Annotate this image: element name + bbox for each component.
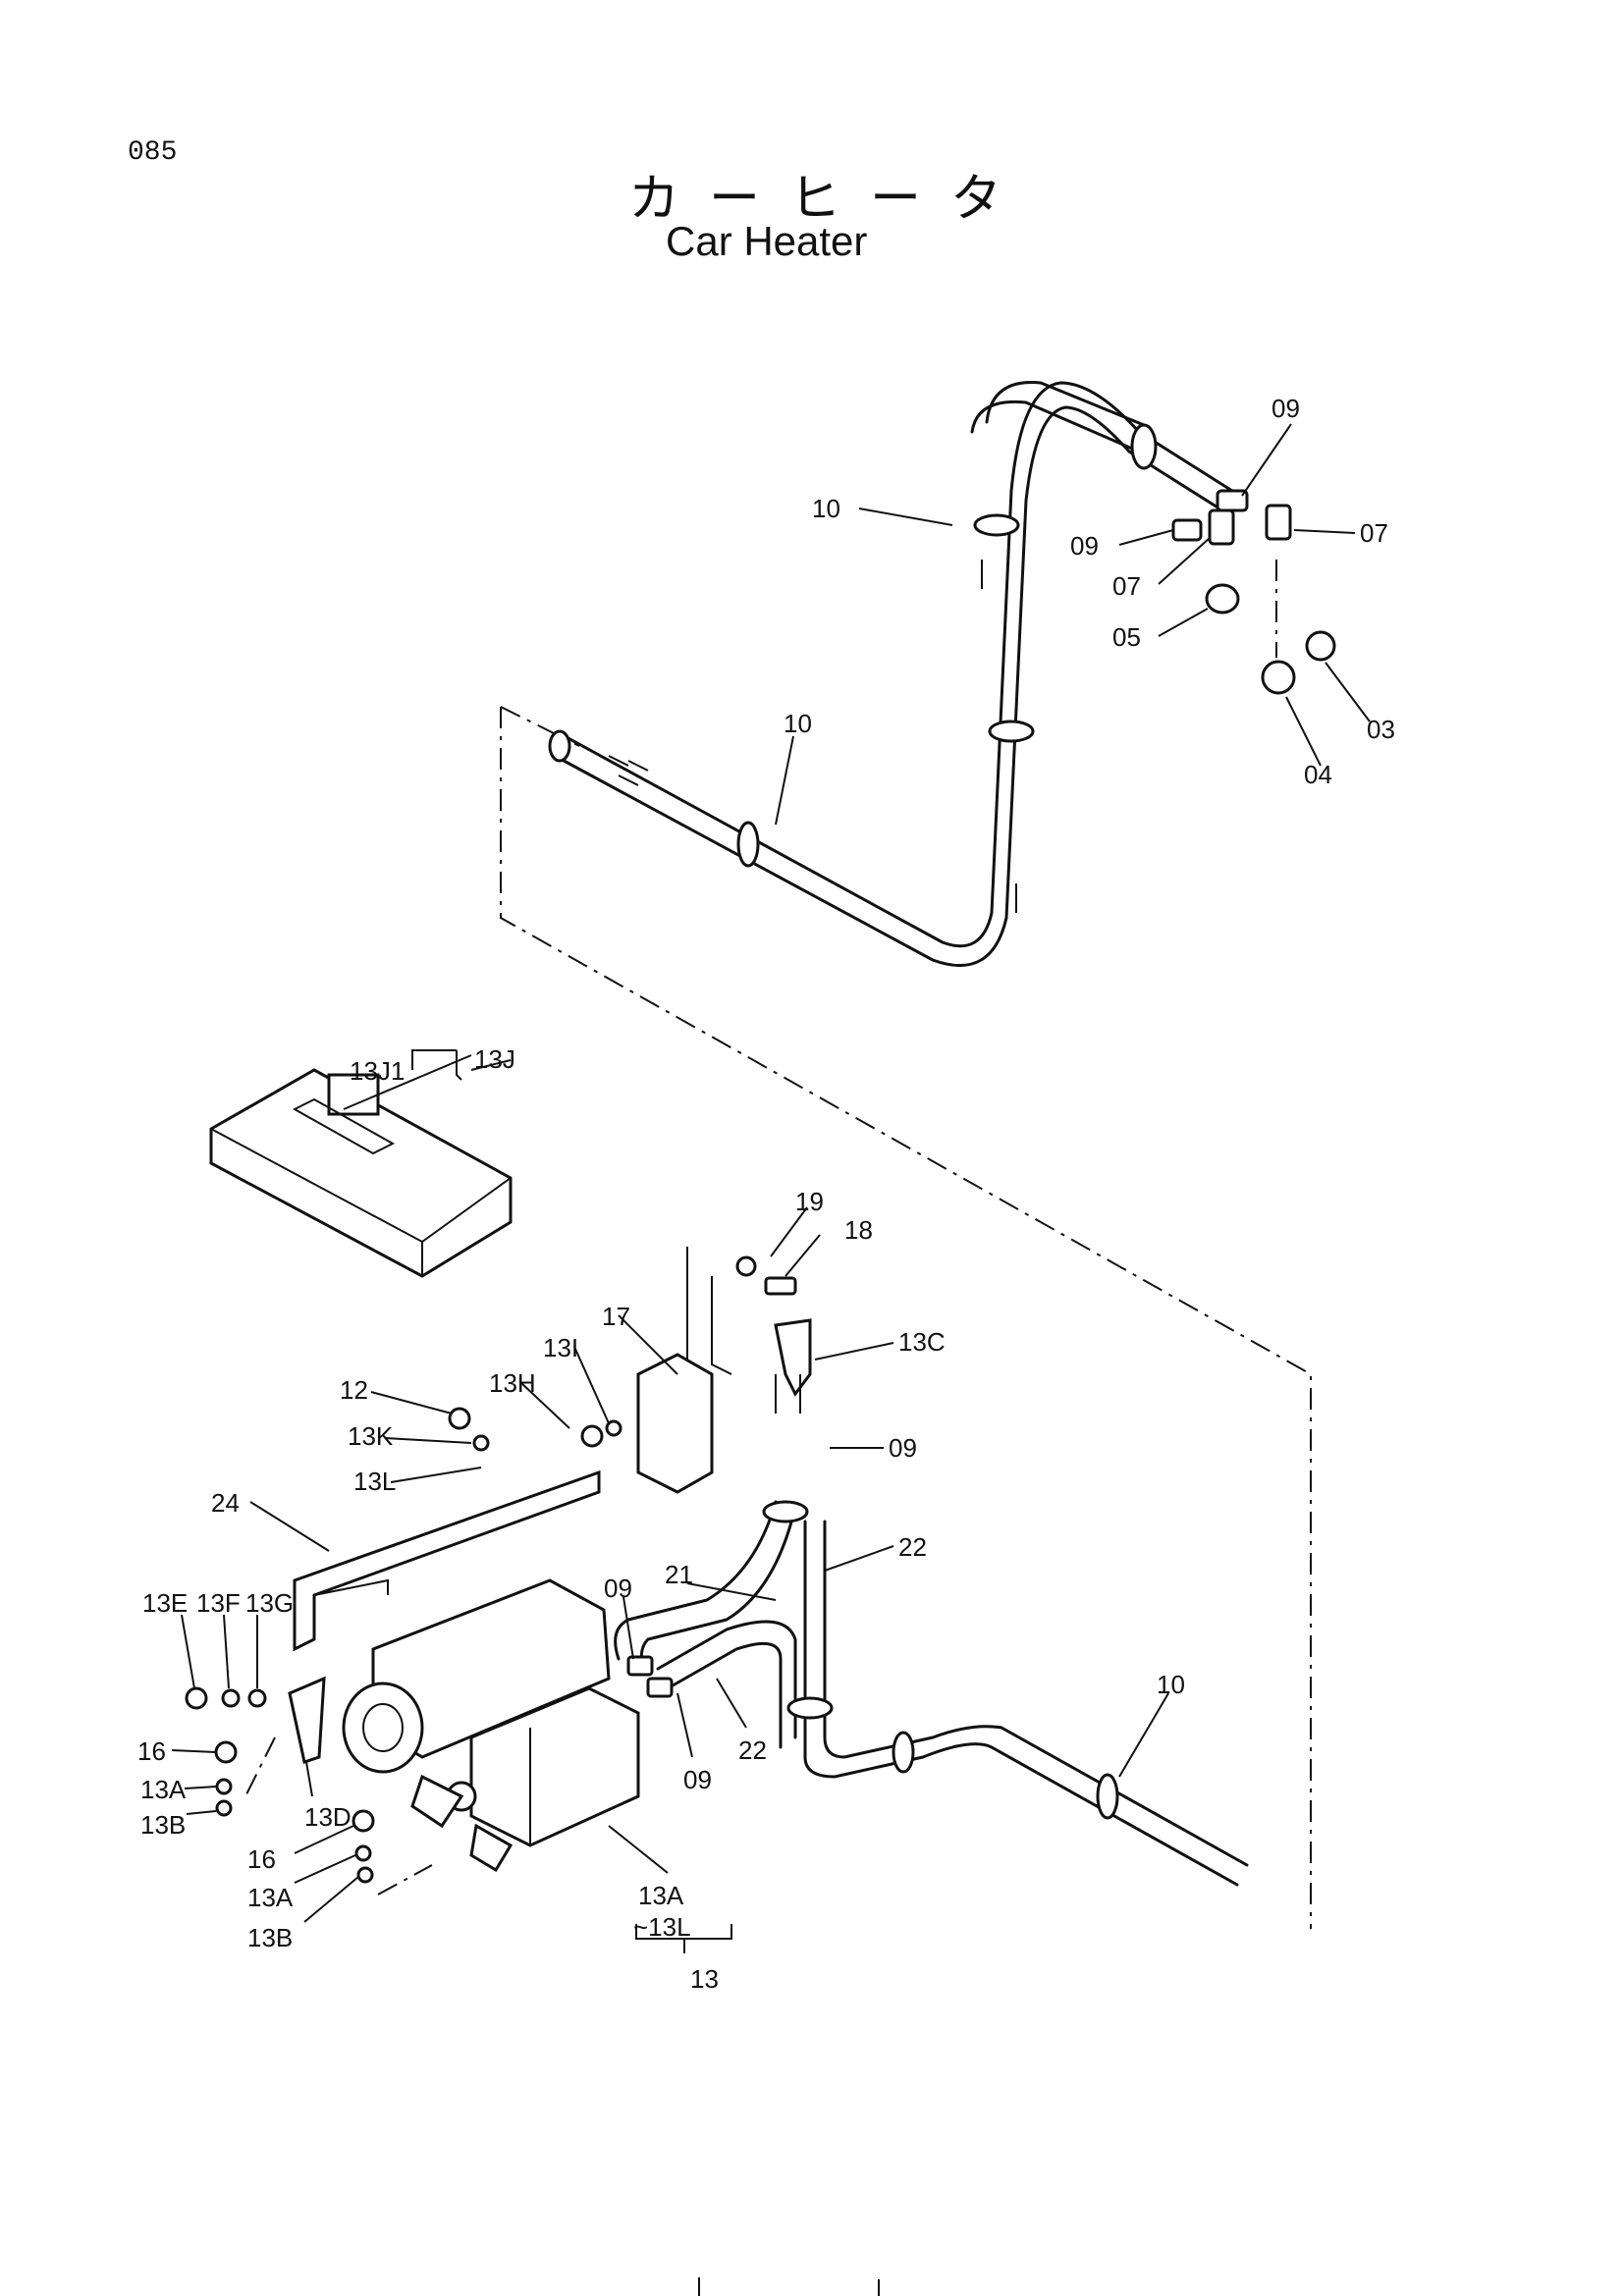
label-13f: 13F <box>196 1588 241 1618</box>
label-13d: 13D <box>304 1802 352 1832</box>
label-09: 09 <box>604 1574 632 1603</box>
bolt-16-a <box>214 1740 238 1764</box>
label-07: 07 <box>1360 518 1388 548</box>
part-labels: 09 10 09 07 07 05 03 04 10 13J1 13J 19 1… <box>137 394 1395 1994</box>
label-13a-range-start: 13A <box>638 1881 684 1910</box>
blower-fan <box>342 1682 424 1774</box>
label-07: 07 <box>1112 571 1141 601</box>
label-18: 18 <box>844 1215 873 1245</box>
upper-hose-assembly <box>548 381 1234 968</box>
label-13c: 13C <box>898 1327 946 1357</box>
valve-07-right <box>1265 504 1292 541</box>
label-19: 19 <box>795 1187 824 1216</box>
label-04: 04 <box>1304 760 1332 789</box>
label-10: 10 <box>812 494 840 523</box>
label-13a: 13A <box>247 1883 294 1912</box>
label-13: 13 <box>690 1964 719 1994</box>
bracket-13c <box>774 1318 812 1414</box>
label-13a-range-end: ~13L <box>633 1912 691 1942</box>
bolt-12 <box>448 1407 471 1430</box>
nut-13e <box>185 1686 208 1710</box>
label-09: 09 <box>1070 531 1099 561</box>
hose-clamp-10-left <box>736 821 760 868</box>
label-13i: 13I <box>543 1333 578 1362</box>
washer-13f <box>221 1688 241 1708</box>
label-16: 16 <box>247 1844 276 1874</box>
heater-unit-13 <box>342 1578 640 1873</box>
label-24: 24 <box>211 1488 240 1518</box>
title-japanese: カーヒータ <box>628 170 1032 229</box>
hose-clamp-10-right <box>1130 423 1158 470</box>
clip-13d <box>288 1676 326 1764</box>
label-03: 03 <box>1367 715 1395 744</box>
knob-05 <box>1205 583 1240 614</box>
label-22: 22 <box>898 1532 927 1562</box>
label-13g: 13G <box>245 1588 294 1618</box>
fitting-09-lower <box>1171 518 1203 542</box>
label-13j1: 13J1 <box>350 1056 405 1086</box>
page-number: 085 <box>128 137 178 168</box>
label-13h: 13H <box>489 1368 536 1398</box>
screw-13h <box>580 1424 604 1448</box>
title-english: Car Heater <box>666 218 868 264</box>
lower-hose-assembly <box>614 1500 1249 1887</box>
bolts-18-19 <box>711 1255 797 1375</box>
nut-03 <box>1305 630 1336 662</box>
leader-lines <box>171 423 1371 1953</box>
label-09: 09 <box>1271 394 1300 423</box>
label-22: 22 <box>738 1735 767 1765</box>
label-13k: 13K <box>348 1421 394 1451</box>
label-13j: 13J <box>474 1044 515 1074</box>
label-16: 16 <box>137 1736 166 1766</box>
label-17: 17 <box>602 1302 630 1331</box>
small-hardware <box>185 1407 622 1896</box>
knob-04 <box>1261 660 1296 695</box>
label-10: 10 <box>1157 1670 1185 1699</box>
label-21: 21 <box>665 1560 693 1589</box>
label-13b: 13B <box>247 1923 293 1952</box>
washer-13g <box>247 1688 267 1708</box>
hose-clamp-10-top <box>973 513 1020 537</box>
label-09: 09 <box>683 1765 712 1794</box>
label-13b: 13B <box>140 1810 186 1840</box>
label-05: 05 <box>1112 622 1141 652</box>
cover-13j <box>209 1068 513 1278</box>
hose-clamp-10-mid <box>988 720 1035 743</box>
scan-marks <box>698 2277 880 2296</box>
bracket-24 <box>293 1469 601 1652</box>
label-10: 10 <box>784 709 812 738</box>
bolt-16-b <box>352 1809 375 1833</box>
bracket-17 <box>636 1247 714 1494</box>
label-13e: 13E <box>142 1588 188 1618</box>
label-09: 09 <box>889 1433 917 1463</box>
label-12: 12 <box>340 1375 368 1405</box>
upper-valves <box>1171 489 1336 695</box>
label-13l: 13L <box>353 1467 396 1496</box>
switch-13j1 <box>327 1073 380 1116</box>
valve-07-left <box>1208 508 1235 546</box>
label-13a: 13A <box>140 1775 187 1804</box>
